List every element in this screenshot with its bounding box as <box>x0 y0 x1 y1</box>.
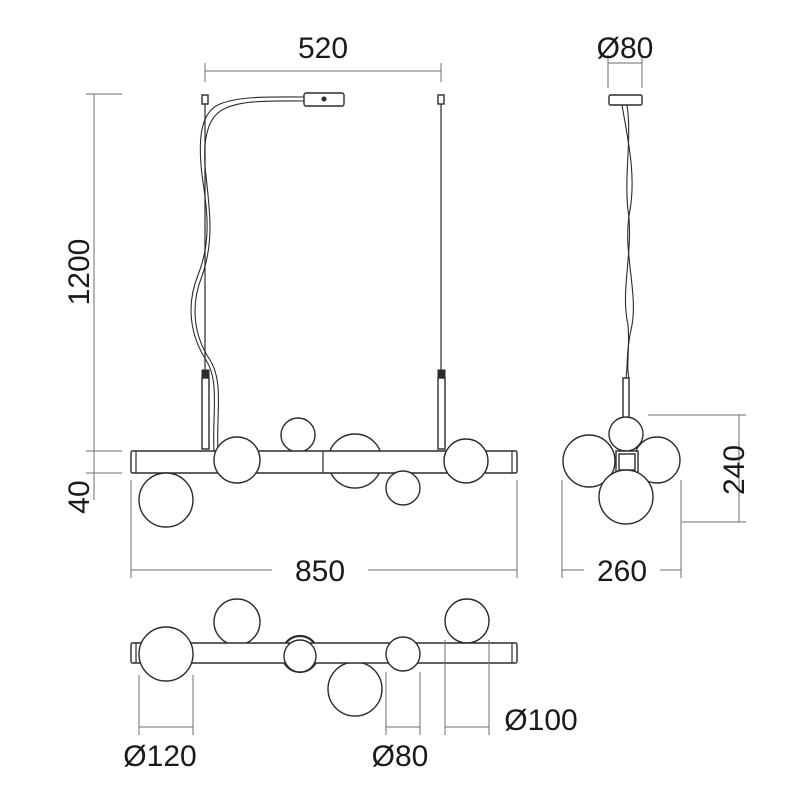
sleeve-right <box>437 377 446 450</box>
side-cable-b <box>624 104 631 379</box>
side-canopy <box>608 94 643 106</box>
globe-right-upper <box>443 438 489 484</box>
dim-globe-80: Ø80 <box>372 672 429 773</box>
globe-left-upper <box>213 436 261 484</box>
top-globe-center-small <box>283 639 317 673</box>
top-globe-left-large <box>138 626 194 682</box>
globe-left-lower <box>138 472 194 528</box>
top-globe-right-small <box>385 636 421 672</box>
sleeve-left <box>201 377 210 450</box>
dim-1200-height: 1200 <box>63 93 122 452</box>
dim-40-thickness: 40 <box>63 450 122 514</box>
side-globe-front <box>598 469 654 525</box>
ceiling-clip-right <box>437 94 445 105</box>
dim-label-80: Ø80 <box>372 740 429 773</box>
globe-right-small <box>385 470 421 506</box>
top-globe-upper-left <box>213 598 261 646</box>
power-cable <box>190 96 305 453</box>
side-view: Ø80 240 260 <box>561 32 751 588</box>
side-globe-left <box>562 434 616 488</box>
dim-canopy-diameter: Ø80 <box>597 32 654 88</box>
top-globe-upper-right <box>444 598 490 644</box>
top-light-bar <box>130 642 518 664</box>
power-cable-strand <box>194 100 305 453</box>
dim-label-100: Ø100 <box>504 704 577 737</box>
dim-label-120: Ø120 <box>123 740 196 773</box>
dim-240-height: 240 <box>648 414 751 523</box>
side-cable-a <box>621 104 634 379</box>
side-bar-inner <box>618 453 636 471</box>
dim-globe-100: Ø100 <box>444 640 578 737</box>
dim-520-spacing: 520 <box>204 32 442 82</box>
globe-top-small <box>280 417 316 453</box>
top-globe-lower-center <box>327 661 383 717</box>
dim-260-depth: 260 <box>561 480 682 588</box>
side-globe-top <box>608 416 644 452</box>
front-view: 520 1200 40 <box>63 32 518 588</box>
dim-label-1200: 1200 <box>63 239 96 306</box>
dim-label-canopy: Ø80 <box>597 32 654 65</box>
dim-label-240: 240 <box>718 445 751 495</box>
sleeve-right-cap <box>437 369 446 379</box>
dim-label-850: 850 <box>295 555 345 588</box>
ceiling-clip-left <box>201 94 209 105</box>
top-view: Ø120 Ø80 Ø100 <box>123 598 578 773</box>
dim-label-520: 520 <box>298 32 348 65</box>
sleeve-left-cap <box>201 369 210 379</box>
dim-globe-120: Ø120 <box>123 675 197 773</box>
dim-850-width: 850 <box>130 480 518 588</box>
dim-label-260: 260 <box>597 555 647 588</box>
dim-label-40: 40 <box>63 480 96 513</box>
canopy-dot <box>321 96 327 102</box>
